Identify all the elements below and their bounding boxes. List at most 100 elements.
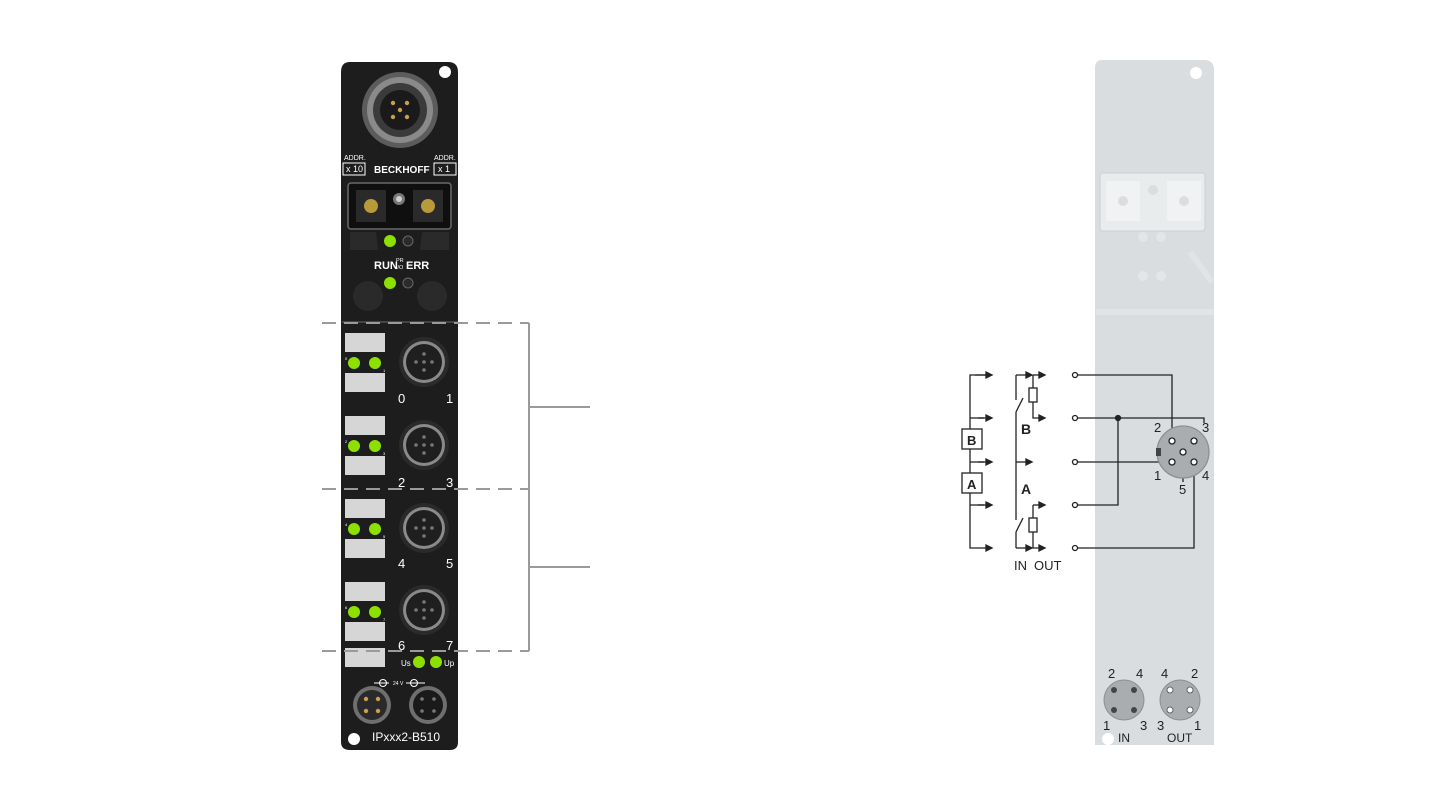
port-number: 0 — [398, 391, 405, 406]
label-plate — [345, 333, 385, 352]
label-plate — [345, 582, 385, 601]
pin-label: 1 — [1154, 468, 1161, 483]
led-tag: 4 — [345, 522, 348, 527]
addr-right-label: ADDR. — [434, 155, 456, 162]
power-in-label: IN — [1118, 731, 1130, 745]
port-number: 2 — [398, 475, 405, 490]
pin-label: 4 — [1202, 468, 1209, 483]
schematic-labels: B A B A IN OUT 2 3 1 5 4 — [967, 420, 1209, 573]
side-panel-body — [1095, 60, 1214, 745]
port-number: 6 — [398, 638, 405, 653]
pin-label: 2 — [1191, 666, 1198, 681]
io-module: ADDR. x 10 BECKHOFF ADDR. x 1 RUN PR I/O… — [341, 62, 458, 750]
port-number: 5 — [446, 556, 453, 571]
label-plate — [345, 416, 385, 435]
addr-right-box — [433, 162, 457, 176]
pin-label: 3 — [1157, 718, 1164, 733]
mount-hole-bottom — [1102, 733, 1114, 745]
label-plate — [345, 539, 385, 558]
rotary-switch-x1[interactable] — [421, 199, 435, 213]
brand-logo: BECKHOFF — [374, 165, 430, 176]
port-number: 3 — [446, 475, 453, 490]
channel-group-brackets — [322, 322, 590, 652]
run-label: RUN — [374, 260, 398, 272]
power-out-pinout: 4 2 3 1 OUT — [1157, 666, 1201, 745]
pin-label: 3 — [1140, 718, 1147, 733]
sensor-a-label: A — [967, 477, 977, 492]
cover-outline — [1096, 172, 1215, 315]
label-plate — [345, 499, 385, 518]
led-tag: 5 — [383, 534, 386, 539]
power-out-label: OUT — [1167, 731, 1193, 745]
cover-cap-left — [353, 281, 383, 311]
us-label: Us — [401, 659, 411, 668]
sensor-b-label: B — [967, 433, 976, 448]
status-led-run — [384, 235, 396, 247]
port-group-6-7: 6 7 6 7 — [345, 582, 453, 653]
fieldbus-connector — [362, 72, 438, 148]
addr-left-mult: x 10 — [346, 164, 363, 174]
m12-socket[interactable] — [399, 503, 449, 553]
pin-label: 2 — [1154, 420, 1161, 435]
switch-a-label: A — [1021, 481, 1031, 497]
led-tag: 0 — [345, 356, 348, 361]
m12-socket[interactable] — [399, 337, 449, 387]
status-led-pr — [402, 235, 414, 247]
up-led — [430, 656, 442, 668]
port-number: 4 — [398, 556, 405, 571]
status-led-err — [402, 277, 414, 289]
addr-left-label: ADDR. — [344, 155, 366, 162]
pin-label: 4 — [1161, 666, 1168, 681]
label-plate — [345, 456, 385, 475]
port-number: 7 — [446, 638, 453, 653]
voltage-label: 24 V — [393, 681, 404, 687]
wiring-schematic — [961, 370, 1210, 553]
port-group-4-5: 4 5 4 5 — [345, 499, 453, 571]
led-tag: 3 — [383, 451, 386, 456]
model-label: IPxxx2-B510 — [372, 730, 440, 744]
pin-label: 1 — [1194, 718, 1201, 733]
port-number: 1 — [446, 391, 453, 406]
us-led — [413, 656, 425, 668]
channel-led — [369, 357, 381, 369]
pin-label: 1 — [1103, 718, 1110, 733]
address-switch-window — [347, 182, 452, 230]
pin-label: 2 — [1108, 666, 1115, 681]
mount-hole-top — [439, 66, 451, 78]
label-plate — [345, 622, 385, 641]
channel-led — [348, 606, 360, 618]
out-label: OUT — [1034, 558, 1062, 573]
addr-right-mult: x 1 — [438, 164, 450, 174]
pin-label: 5 — [1179, 482, 1186, 497]
channel-led — [369, 523, 381, 535]
channel-led — [348, 523, 360, 535]
mount-hole-top — [1190, 67, 1202, 79]
in-label: IN — [1014, 558, 1027, 573]
led-tag: 2 — [345, 439, 348, 444]
rotary-switch-x10[interactable] — [364, 199, 378, 213]
power-in-connector[interactable] — [353, 686, 391, 724]
pr-label: PR — [396, 258, 404, 264]
status-led-io — [384, 277, 396, 289]
m12-socket[interactable] — [399, 420, 449, 470]
led-tag: 6 — [345, 605, 348, 610]
pin-label: 3 — [1202, 420, 1209, 435]
power-out-connector[interactable] — [409, 686, 447, 724]
up-label: Up — [444, 659, 455, 668]
channel-led — [348, 357, 360, 369]
pin-label: 4 — [1136, 666, 1143, 681]
cover-cap-right — [417, 281, 447, 311]
addr-left-box — [342, 162, 366, 176]
channel-led — [348, 440, 360, 452]
screw-icon — [396, 196, 402, 202]
channel-led — [369, 440, 381, 452]
err-label: ERR — [406, 260, 429, 272]
port-group-0-1: 0 1 0 1 — [345, 333, 453, 406]
m12-socket[interactable] — [399, 585, 449, 635]
label-plate — [345, 373, 385, 392]
port-group-2-3: 2 3 2 3 — [345, 416, 453, 490]
mount-hole-bottom — [348, 733, 360, 745]
label-plate — [345, 648, 385, 667]
led-tag: 1 — [383, 368, 386, 373]
